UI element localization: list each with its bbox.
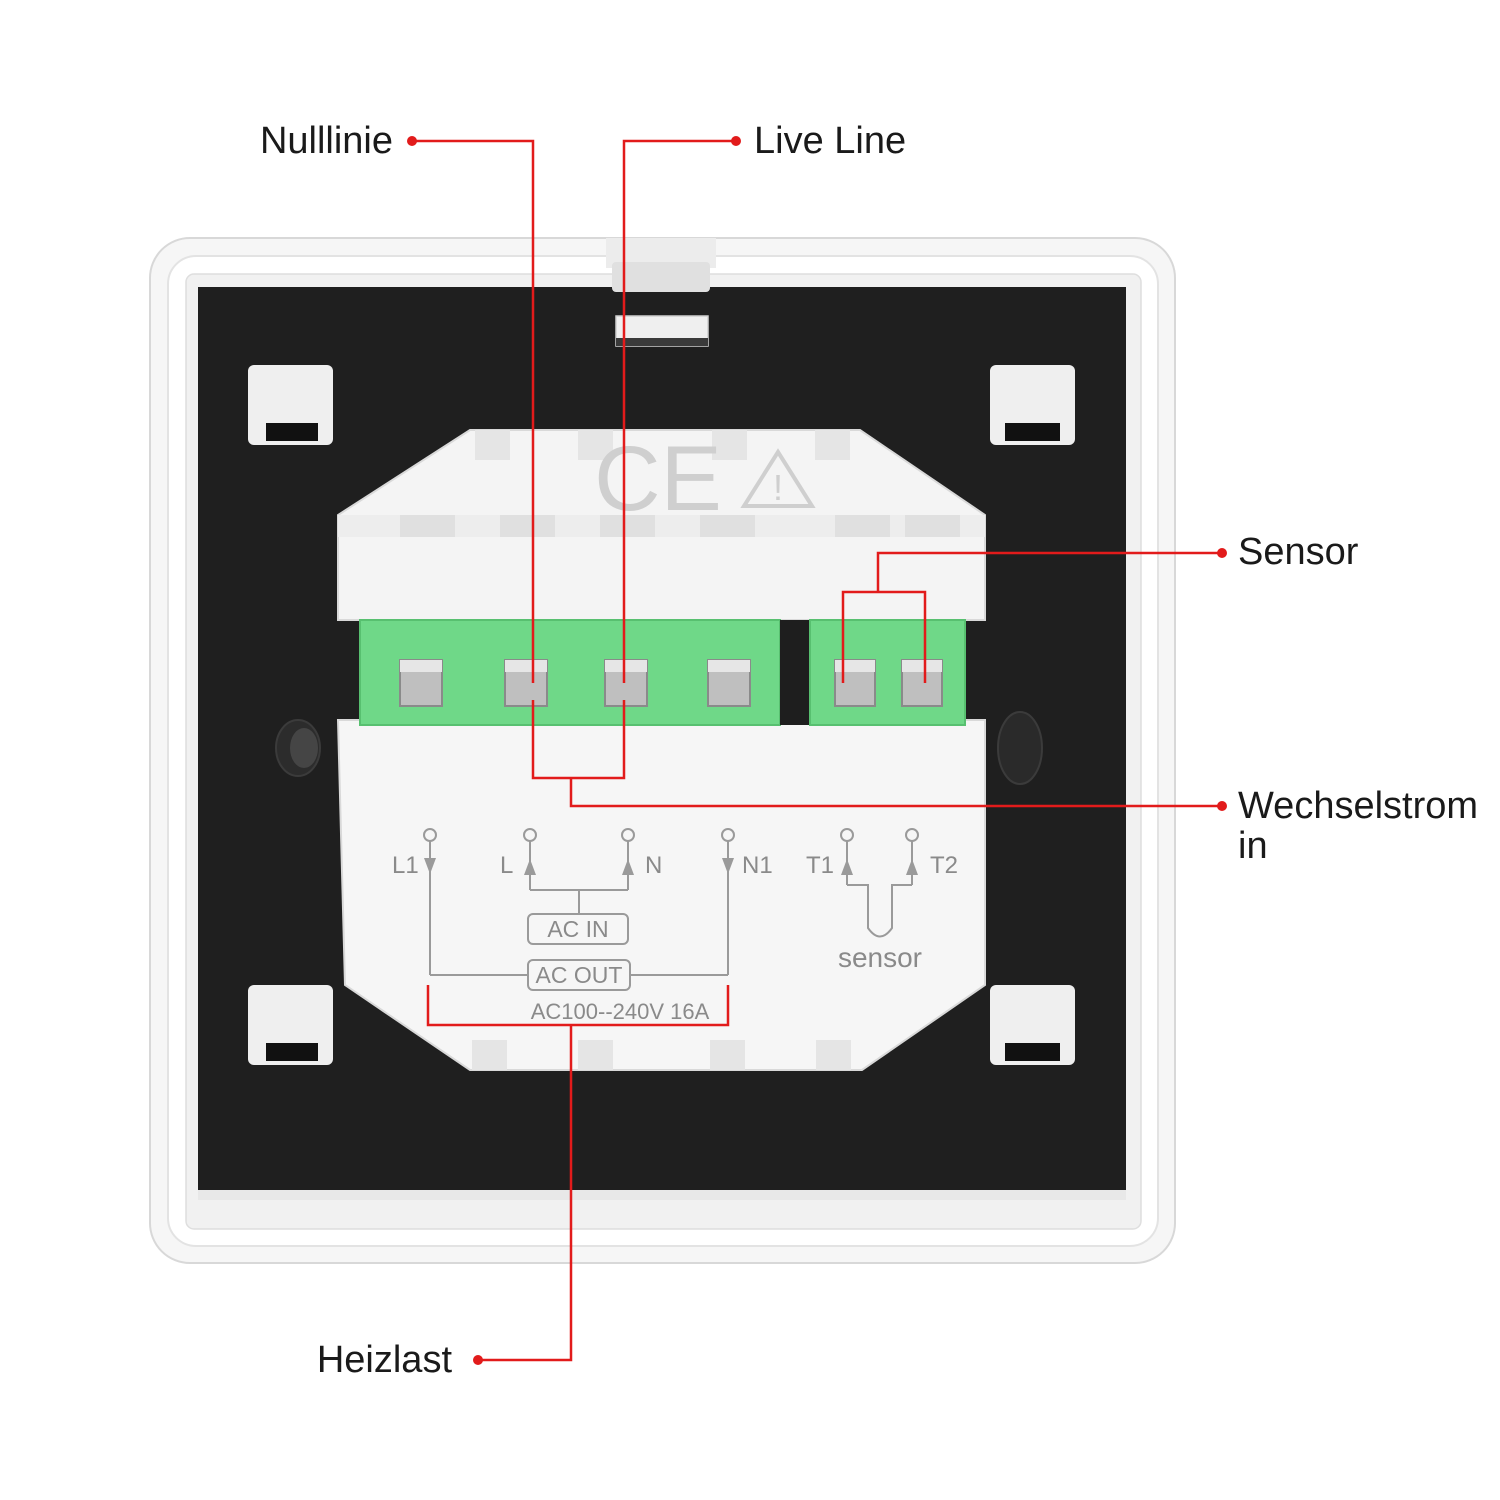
callout-nulllinie: Nulllinie: [260, 120, 393, 162]
sensor-panel-label: sensor: [838, 942, 922, 973]
terminal-label-t1: T1: [806, 852, 834, 879]
top-clip: [606, 238, 716, 347]
panel-bottom-lip: [198, 1190, 1126, 1200]
screw-hole-right: [997, 711, 1043, 785]
terminal-label-n: N: [645, 852, 662, 879]
warning-icon-glyph: !: [773, 467, 783, 508]
mount-clip-bottom-right: [990, 985, 1075, 1065]
sensor-terminal-block: [809, 619, 966, 726]
terminal-module: [336, 429, 986, 1071]
terminal-label-l: L: [500, 852, 513, 879]
ac-out-label: AC OUT: [536, 962, 623, 988]
mount-clip-top-right: [990, 365, 1075, 445]
callout-lines: [412, 139, 1222, 1362]
warning-icon: !: [740, 448, 816, 508]
mount-clip-bottom-left: [248, 985, 333, 1065]
rating-label: AC100--240V 16A: [531, 999, 710, 1024]
callout-dots: [407, 136, 1227, 1365]
callout-live-line: Live Line: [754, 120, 906, 162]
ce-mark: CE: [594, 428, 722, 530]
terminal-label-n1: N1: [742, 852, 773, 879]
callout-in: in: [1238, 825, 1268, 867]
callout-sensor: Sensor: [1238, 531, 1359, 573]
terminal-label-l1: L1: [392, 852, 419, 879]
terminal-label-t2: T2: [930, 852, 958, 879]
screw-hole-left: [275, 719, 321, 777]
mount-clip-top-left: [248, 365, 333, 445]
terminal-divider: [780, 620, 810, 725]
printed-schematic: [423, 828, 919, 991]
callout-wechselstrom: Wechselstrom: [1238, 785, 1478, 827]
ac-in-label: AC IN: [547, 916, 608, 942]
power-terminal-block: [359, 619, 781, 726]
callout-heizlast: Heizlast: [317, 1339, 453, 1381]
